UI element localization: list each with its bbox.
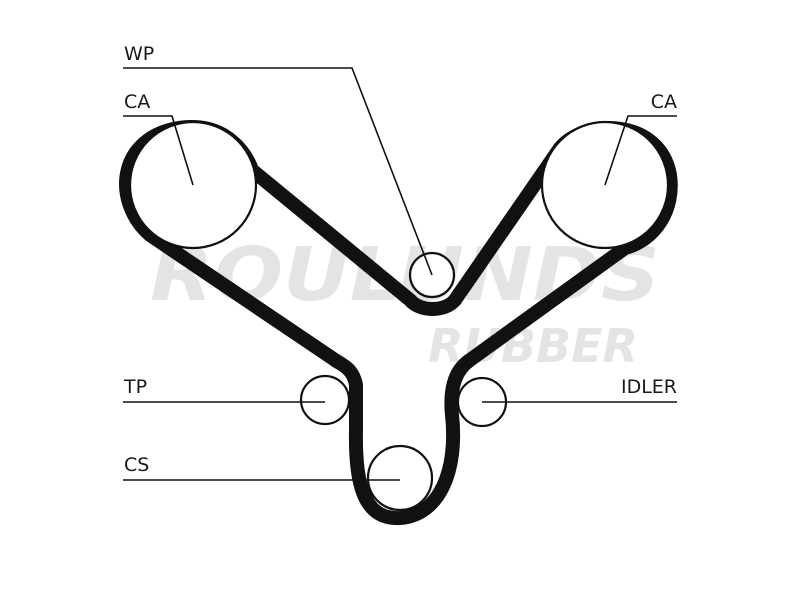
ca-right-label: CA — [651, 91, 677, 113]
ca-left-label: CA — [124, 91, 150, 113]
crankshaft-pulley — [366, 444, 434, 512]
idler-label: IDLER — [621, 376, 677, 398]
tp-label: TP — [123, 376, 147, 398]
ca-left-leader — [123, 115, 194, 186]
wp-leader — [123, 67, 433, 276]
tensioner-pulley — [299, 374, 351, 426]
wp-label: WP — [124, 43, 154, 65]
ca-right-leader — [604, 115, 677, 186]
cs-label: CS — [124, 454, 149, 476]
